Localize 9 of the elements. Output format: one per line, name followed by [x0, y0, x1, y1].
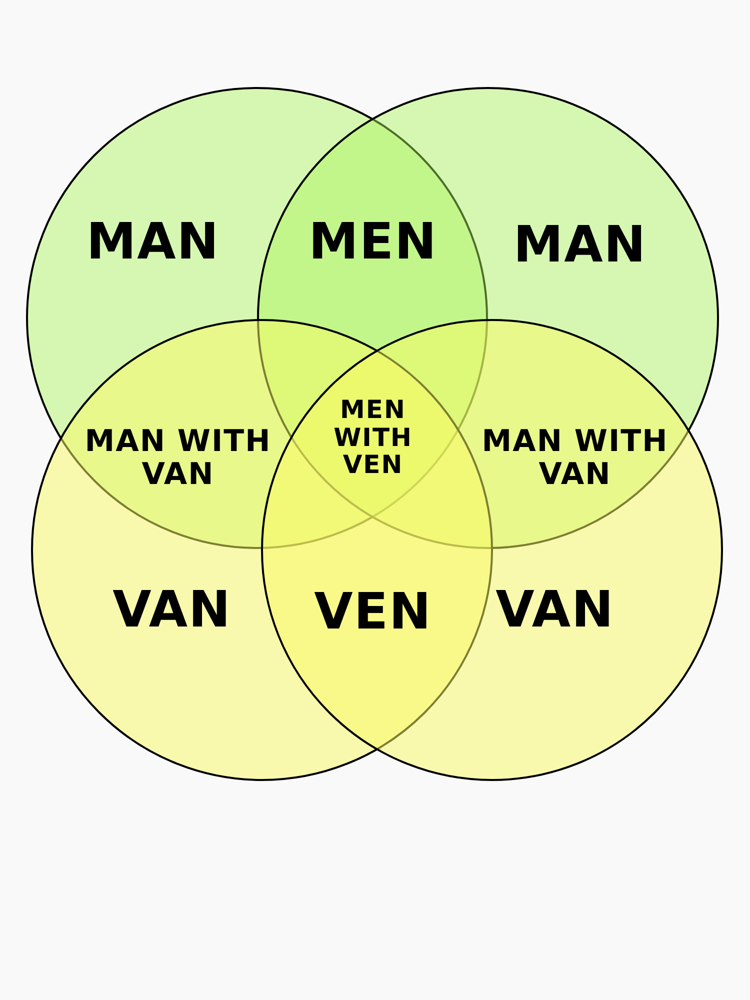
region-label: MAN WITH VAN	[84, 425, 272, 491]
region-label: MAN	[85, 214, 221, 270]
region-label: MEN	[308, 214, 438, 270]
region-label: MAN WITH VAN	[480, 425, 670, 491]
region-label: VEN	[313, 584, 433, 640]
region-label: MAN	[512, 218, 648, 272]
region-label: VAN	[112, 582, 232, 638]
region-label: MEN WITH VEN	[332, 396, 414, 478]
region-label: VAN	[494, 582, 616, 638]
